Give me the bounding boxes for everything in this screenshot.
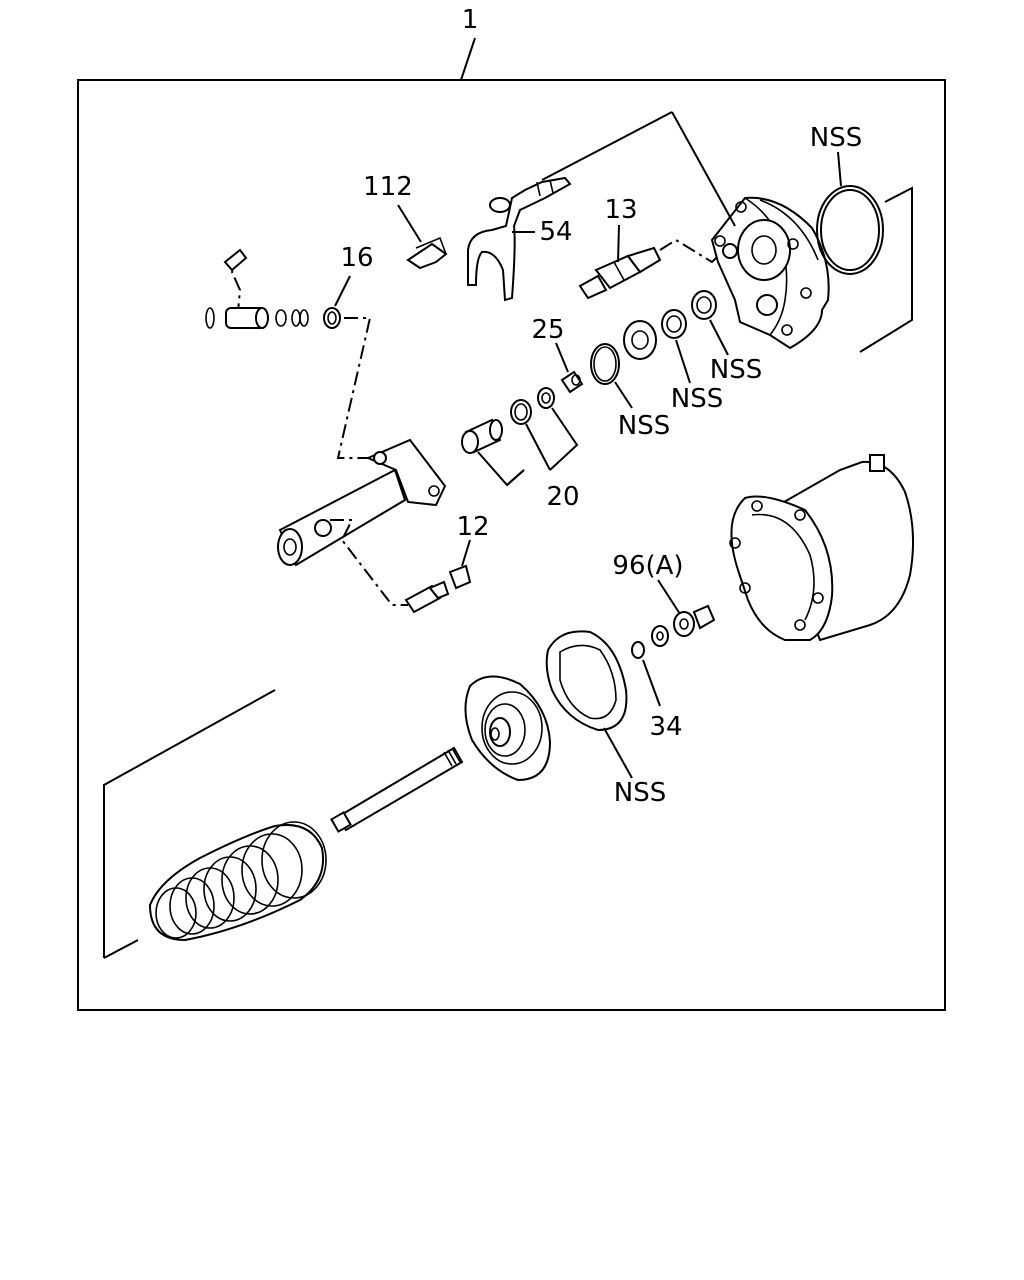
clip-part [397, 204, 448, 270]
front-housing-part [671, 111, 830, 350]
callout-25: 25 [531, 315, 564, 345]
spring-boot-part [148, 821, 327, 942]
sleeve-part [555, 342, 584, 394]
motor-housing-part [729, 454, 915, 642]
callout-34: 34 [649, 712, 682, 742]
pulley-part [464, 675, 552, 782]
assembly-frame [77, 79, 946, 1011]
callout-96a: 96(A) [612, 551, 683, 581]
shaft-part [330, 746, 464, 833]
callout-nss-ring-top: NSS [810, 123, 862, 153]
bearing-set-part [623, 290, 729, 384]
bushing-set-part [461, 387, 579, 487]
shift-rail-part [277, 438, 447, 606]
callout-20: 20 [546, 482, 579, 512]
callout-nss-pulley-ring: NSS [614, 778, 666, 808]
callout-112: 112 [363, 172, 413, 202]
callout-1: 1 [462, 5, 479, 35]
nut-washer-part [651, 579, 716, 647]
callout-13: 13 [604, 195, 637, 225]
callout-16: 16 [340, 243, 373, 273]
callout-54: 54 [539, 217, 572, 247]
snap-ring-part [631, 641, 661, 707]
sensor-part [578, 224, 727, 300]
callout-nss-bearing-1: NSS [710, 355, 762, 385]
housing-o-ring-part [816, 151, 884, 275]
pulley-seal-ring-part [545, 630, 633, 779]
callout-nss-oring: NSS [618, 411, 670, 441]
o-ring-part [590, 343, 633, 409]
shift-fork-part [467, 176, 572, 302]
detent-plug-part [205, 248, 378, 459]
callout-nss-bearing-2: NSS [671, 384, 723, 414]
plug-part [404, 539, 472, 614]
callout-12: 12 [456, 512, 489, 542]
